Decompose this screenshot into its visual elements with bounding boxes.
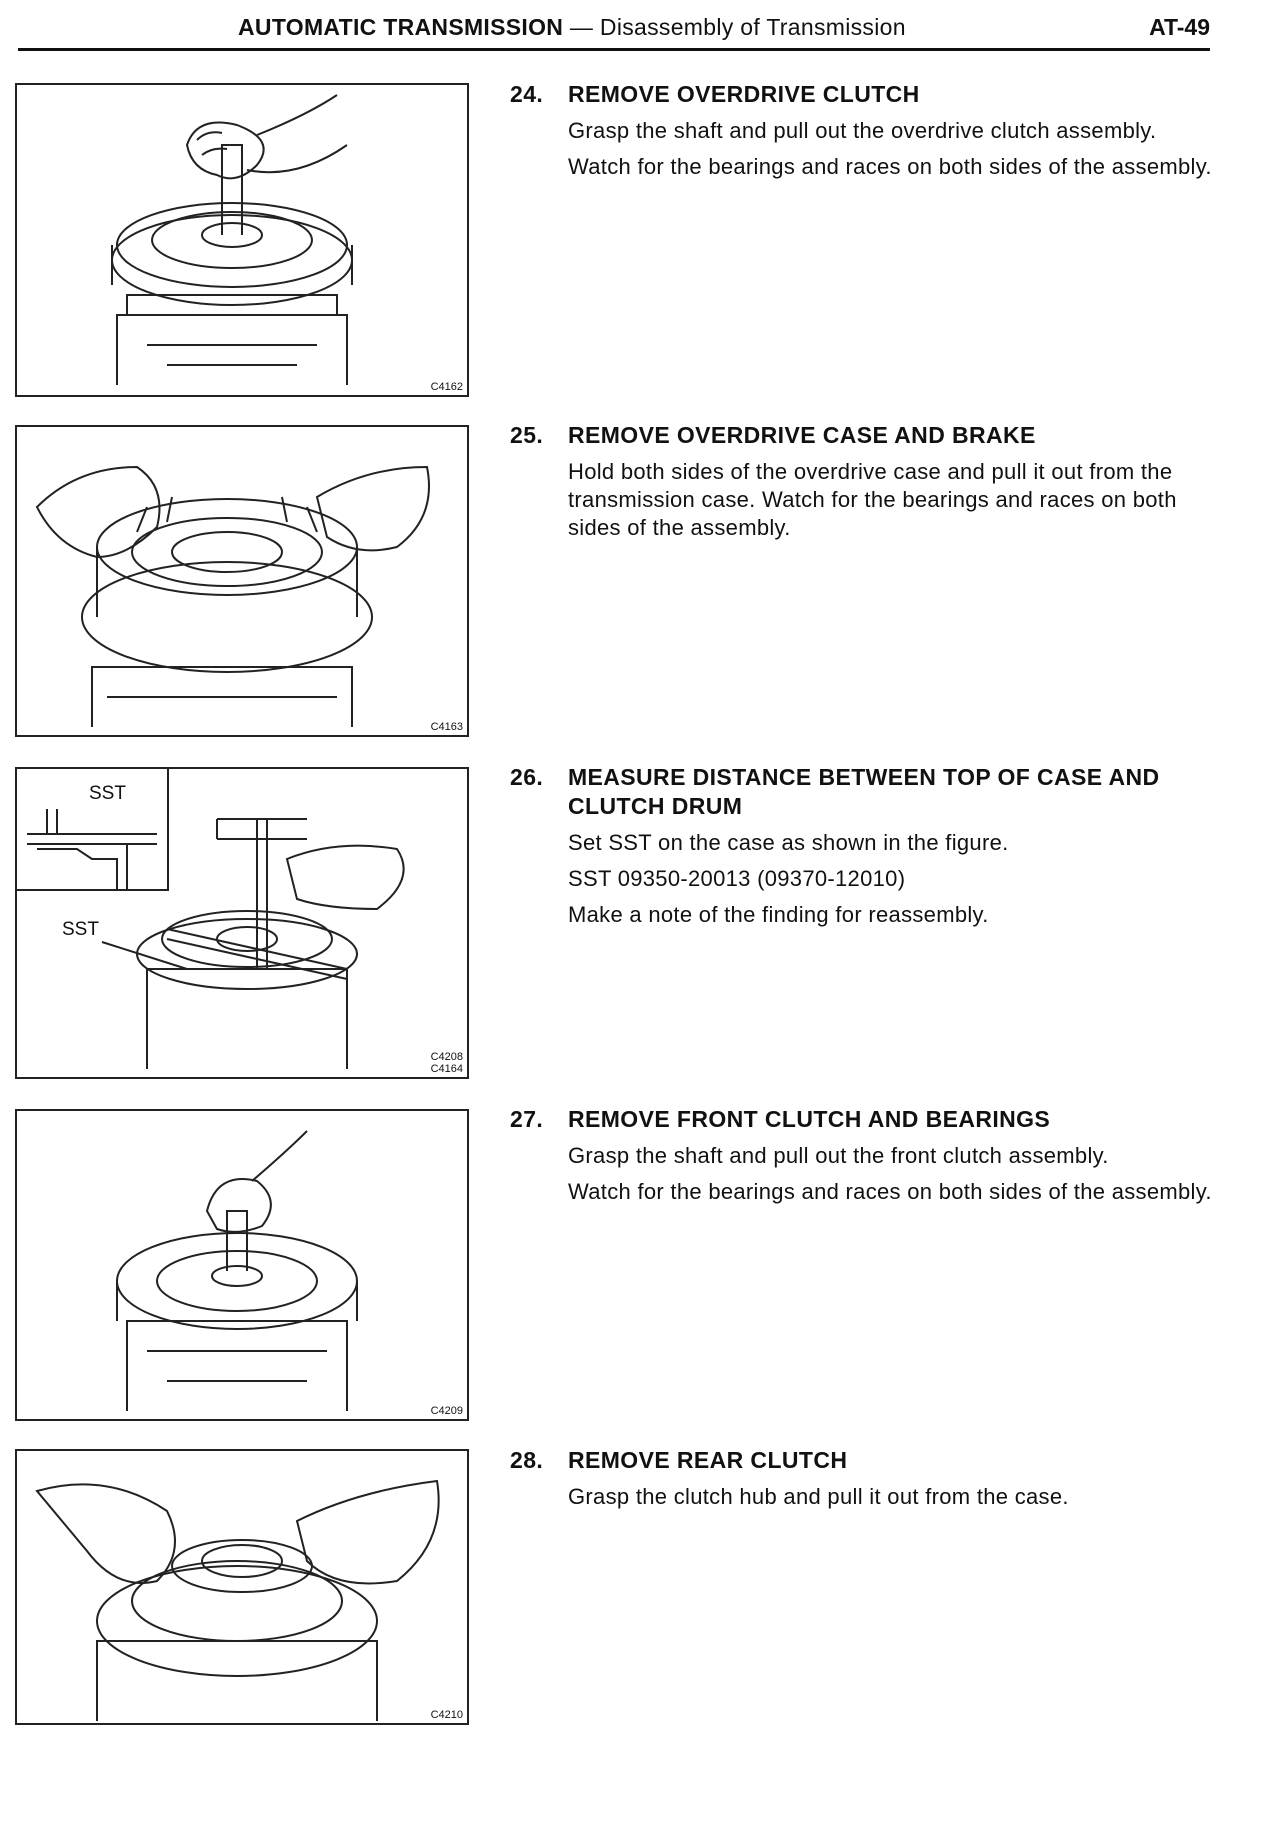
figure-overdrive-case: C4163 <box>15 425 469 737</box>
step-heading: 26. MEASURE DISTANCE BETWEEN TOP OF CASE… <box>510 763 1222 821</box>
step-heading: 24. REMOVE OVERDRIVE CLUTCH <box>510 80 1222 109</box>
step-number: 27. <box>510 1106 544 1132</box>
figure-code: C4208 C4164 <box>430 1051 463 1075</box>
sst-label: SST <box>89 783 126 804</box>
figure-rear-clutch: C4210 <box>15 1449 469 1725</box>
header-title: AUTOMATIC TRANSMISSION — Disassembly of … <box>238 14 906 41</box>
step-body: Hold both sides of the overdrive case an… <box>510 458 1222 542</box>
figure-measure-distance: SST SST C4208 C4164 <box>15 767 469 1079</box>
step-26: 26. MEASURE DISTANCE BETWEEN TOP OF CASE… <box>510 763 1222 929</box>
step-title: REMOVE OVERDRIVE CLUTCH <box>568 81 920 107</box>
step-number: 28. <box>510 1447 544 1473</box>
step-number: 25. <box>510 422 544 448</box>
step-heading: 25. REMOVE OVERDRIVE CASE AND BRAKE <box>510 421 1222 450</box>
figure-code: C4163 <box>430 721 463 733</box>
step-paragraph: Grasp the shaft and pull out the overdri… <box>568 118 1157 143</box>
step-paragraph: Hold both sides of the overdrive case an… <box>568 459 1177 540</box>
illustration-remove-overdrive-clutch <box>111 94 353 385</box>
step-heading: 28. REMOVE REAR CLUTCH <box>510 1446 1222 1475</box>
step-paragraph: SST 09350-20013 (09370-12010) <box>568 866 906 891</box>
header-separator: — <box>569 14 594 40</box>
step-body: Grasp the shaft and pull out the overdri… <box>510 117 1222 181</box>
step-body: Set SST on the case as shown in the figu… <box>510 829 1222 929</box>
step-number: 24. <box>510 81 544 107</box>
step-body: Grasp the clutch hub and pull it out fro… <box>510 1483 1222 1511</box>
figure-code: C4210 <box>430 1709 463 1721</box>
step-28: 28. REMOVE REAR CLUTCH Grasp the clutch … <box>510 1446 1222 1511</box>
figure-front-clutch: C4209 <box>15 1109 469 1421</box>
figure-code: C4209 <box>430 1405 463 1417</box>
page-header: AUTOMATIC TRANSMISSION — Disassembly of … <box>18 10 1210 51</box>
figure-overdrive-clutch: C4162 <box>15 83 469 397</box>
step-24: 24. REMOVE OVERDRIVE CLUTCH Grasp the sh… <box>510 80 1222 181</box>
step-25: 25. REMOVE OVERDRIVE CASE AND BRAKE Hold… <box>510 421 1222 542</box>
step-title: REMOVE REAR CLUTCH <box>568 1447 848 1473</box>
step-27: 27. REMOVE FRONT CLUTCH AND BEARINGS Gra… <box>510 1105 1222 1206</box>
step-body: Grasp the shaft and pull out the front c… <box>510 1142 1222 1206</box>
step-paragraph: Set SST on the case as shown in the figu… <box>568 830 1009 855</box>
illustration-remove-rear-clutch <box>35 1479 440 1721</box>
step-paragraph: Grasp the clutch hub and pull it out fro… <box>568 1484 1069 1509</box>
header-subtitle: Disassembly of Transmission <box>599 14 906 40</box>
step-title: MEASURE DISTANCE BETWEEN TOP OF CASE AND… <box>568 764 1160 819</box>
step-paragraph: Watch for the bearings and races on both… <box>568 154 1212 179</box>
illustration-remove-front-clutch <box>116 1130 358 1411</box>
step-title: REMOVE OVERDRIVE CASE AND BRAKE <box>568 422 1036 448</box>
step-heading: 27. REMOVE FRONT CLUTCH AND BEARINGS <box>510 1105 1222 1134</box>
header-section: AUTOMATIC TRANSMISSION <box>238 14 564 40</box>
illustration-sst-detail <box>27 809 157 889</box>
step-paragraph: Grasp the shaft and pull out the front c… <box>568 1143 1109 1168</box>
inset-detail: SST <box>17 769 169 891</box>
figure-code: C4162 <box>430 381 463 393</box>
page-number: AT-49 <box>1149 14 1210 40</box>
illustration-measure-distance <box>101 818 405 1069</box>
illustration-remove-overdrive-case <box>35 465 430 727</box>
sst-pointer-label: SST <box>62 919 99 940</box>
step-paragraph: Watch for the bearings and races on both… <box>568 1179 1212 1204</box>
step-paragraph: Make a note of the finding for reassembl… <box>568 902 989 927</box>
step-title: REMOVE FRONT CLUTCH AND BEARINGS <box>568 1106 1051 1132</box>
step-number: 26. <box>510 764 544 790</box>
